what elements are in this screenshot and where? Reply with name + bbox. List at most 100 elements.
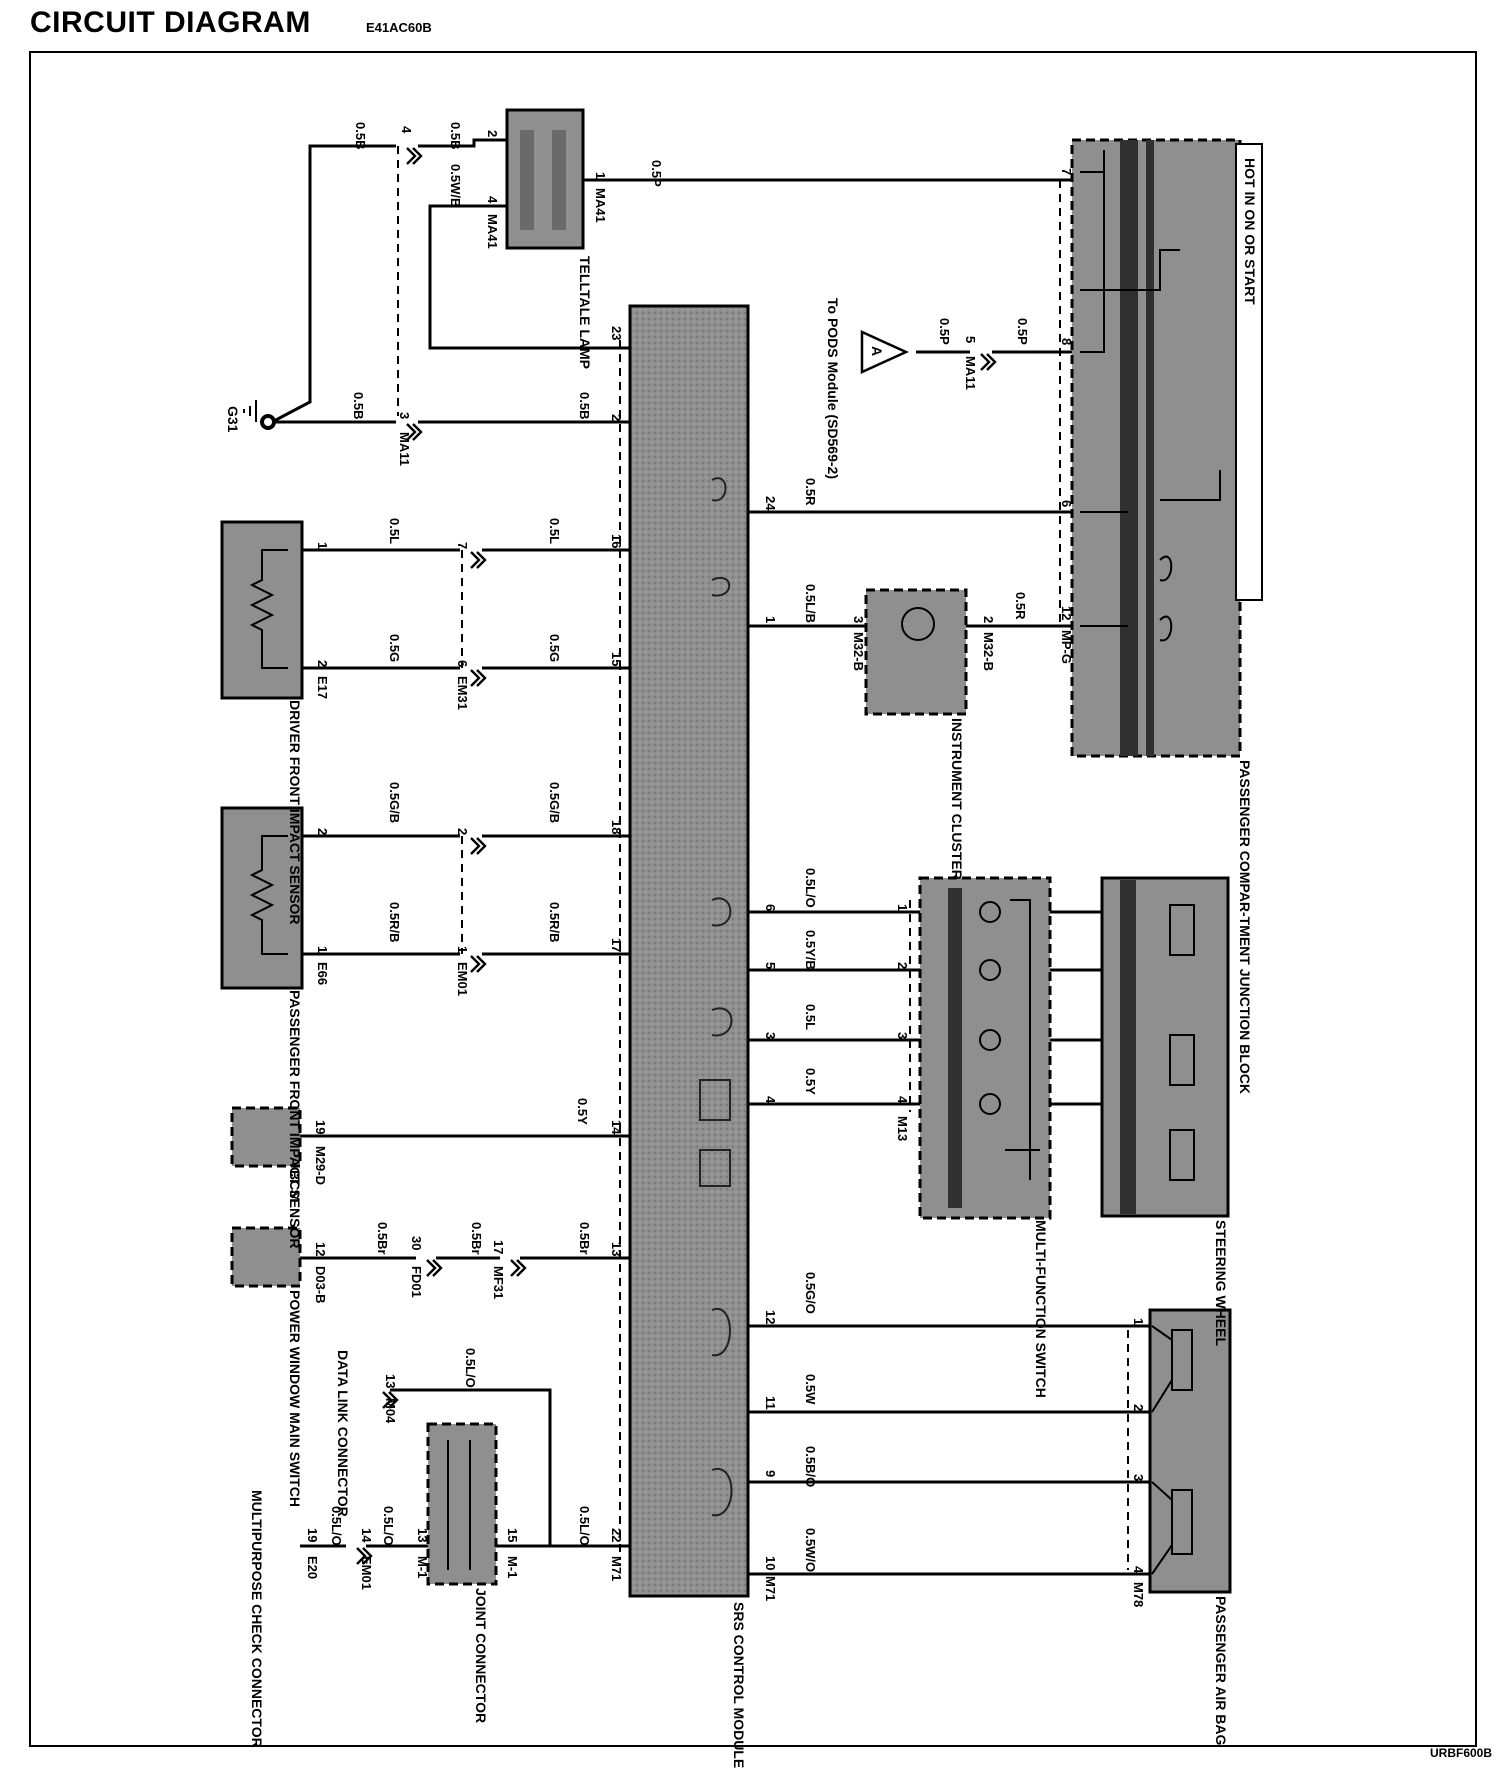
svg-text:19: 19 <box>305 1528 320 1542</box>
wire-label: 0.5P <box>1015 318 1030 345</box>
wire-label: 0.5B <box>448 122 463 149</box>
wire-label: 0.5B <box>353 122 368 149</box>
svg-text:4: 4 <box>1131 1566 1146 1574</box>
svg-text:6: 6 <box>763 904 778 911</box>
svg-text:MP-G: MP-G <box>1059 630 1074 664</box>
steering-wheel-clockspring <box>1120 880 1136 1214</box>
wire-label: 0.5L/O <box>463 1348 478 1388</box>
wire-label: 0.5R <box>1013 592 1028 620</box>
wire-label: 0.5B/O <box>803 1446 818 1487</box>
diagram-frame <box>29 51 1477 1747</box>
ground-label: G31 <box>225 406 241 433</box>
svg-text:1: 1 <box>593 172 608 179</box>
wire-label: 0.5L/O <box>803 868 818 908</box>
wire-label: 0.5G/B <box>547 782 562 823</box>
svg-text:7: 7 <box>455 542 470 549</box>
svg-text:6: 6 <box>455 660 470 667</box>
svg-text:EM31: EM31 <box>455 676 470 710</box>
svg-text:M-1: M-1 <box>505 1556 520 1578</box>
srs-internal-circuits <box>699 477 733 1517</box>
wire-label: 0.5G/O <box>803 1272 818 1314</box>
svg-text:M13: M13 <box>895 1116 910 1141</box>
telltale-lamp-box <box>505 108 585 250</box>
svg-text:4: 4 <box>485 196 500 204</box>
svg-text:1: 1 <box>895 904 910 911</box>
svg-text:12: 12 <box>1059 606 1074 620</box>
driver-sensor-label: DRIVER FRONT IMPACT SENSOR <box>287 700 303 925</box>
joint-connector-internal <box>447 1440 471 1570</box>
wire-label: 0.5P <box>937 318 952 345</box>
steering-wheel-internal <box>1169 904 1195 1181</box>
driver-sensor-resistor-icon <box>249 560 275 650</box>
wire-label: 0.5Y/B <box>803 930 818 970</box>
document-code: E41AC60B <box>366 20 432 35</box>
wire-label: 0.5W/B <box>448 164 463 207</box>
hot-label: HOT IN ON OR START <box>1242 158 1258 305</box>
svg-text:5: 5 <box>763 962 778 969</box>
svg-text:4: 4 <box>399 126 414 134</box>
svg-text:MA11: MA11 <box>963 356 978 390</box>
svg-text:16: 16 <box>609 534 624 548</box>
wire-label: 0.5W/O <box>803 1528 818 1572</box>
wire-label: 0.5B <box>351 392 366 419</box>
wire-label: 0.5Y <box>803 1068 818 1095</box>
component-names: TELLTALE LAMP HOT IN ON OR START SRS CON… <box>225 158 1258 1768</box>
svg-text:M32-B: M32-B <box>851 632 866 671</box>
svg-text:MA11: MA11 <box>397 432 412 466</box>
wire-label: 0.5G/B <box>387 782 402 823</box>
pods-module-label: To PODS Module (SD569-2) <box>825 298 841 479</box>
svg-text:EM01: EM01 <box>455 962 470 996</box>
svg-text:10: 10 <box>763 1556 778 1570</box>
figure-code: URBF600B <box>1429 1746 1492 1760</box>
pods-triangle-icon <box>860 330 910 374</box>
svg-text:5: 5 <box>963 336 978 343</box>
svg-text:M71: M71 <box>763 1576 778 1601</box>
svg-text:MA41: MA41 <box>593 188 608 223</box>
passenger-airbag-label: PASSENGER AIR BAG <box>1213 1596 1229 1745</box>
wire-label: 0.5G <box>547 634 562 662</box>
svg-text:1: 1 <box>315 542 330 549</box>
pin-numbers: 4 2 4 1 7 8 5 23 2 3 24 6 1 3 2 12 1 2 7… <box>305 126 1146 1574</box>
svg-text:14: 14 <box>609 1120 624 1135</box>
power-window-switch-label: POWER WINDOW MAIN SWITCH <box>287 1290 303 1507</box>
passenger-sensor-resistor-icon <box>249 850 275 940</box>
wire-label: 0.5L/O <box>381 1506 396 1546</box>
svg-text:3: 3 <box>851 616 866 623</box>
svg-text:MA41: MA41 <box>485 214 500 249</box>
svg-text:15: 15 <box>505 1528 520 1542</box>
connector-ids: MA41 MA41 MA11 MA11 MP-G M32-B M32-B E17… <box>305 188 1146 1607</box>
svg-text:M71: M71 <box>609 1556 624 1581</box>
wire-labels: 0.5B 0.5B 0.5W/B 0.5P 0.5P 0.5P 0.5B 0.5… <box>329 122 1030 1572</box>
svg-text:15: 15 <box>609 652 624 666</box>
junction-block-busbar <box>1120 140 1138 756</box>
bcm-box <box>230 1106 302 1168</box>
wire-label: 0.5L/B <box>803 584 818 623</box>
instrument-cluster-box <box>864 588 968 716</box>
wire-label: 0.5L <box>547 518 562 544</box>
wire-label: 0.5L <box>803 1004 818 1030</box>
instrument-cluster-label: INSTRUMENT CLUSTER <box>949 718 965 880</box>
svg-text:M78: M78 <box>1131 1582 1146 1607</box>
svg-text:1: 1 <box>455 946 470 953</box>
svg-text:14: 14 <box>359 1528 374 1543</box>
svg-text:13: 13 <box>609 1242 624 1256</box>
svg-text:EM01: EM01 <box>359 1556 374 1590</box>
svg-text:3: 3 <box>397 412 412 419</box>
wire-label: 0.5Y <box>575 1098 590 1125</box>
svg-text:1: 1 <box>1131 1318 1146 1325</box>
multifunction-switch-label: MULTI-FUNCTION SWITCH <box>1033 1220 1049 1398</box>
junction-block-box <box>1070 138 1242 758</box>
steering-wheel-label: STEERING WHEEL <box>1213 1220 1229 1346</box>
wire-label: 0.5L/O <box>329 1506 344 1546</box>
svg-text:MF31: MF31 <box>491 1266 506 1299</box>
svg-text:22: 22 <box>609 1528 624 1542</box>
svg-text:13: 13 <box>383 1374 398 1388</box>
wire-label: 0.5R/B <box>547 902 562 942</box>
svg-text:18: 18 <box>609 820 624 834</box>
svg-text:2: 2 <box>315 660 330 667</box>
svg-text:2: 2 <box>609 414 624 421</box>
wire-label: 0.5R <box>803 478 818 506</box>
svg-text:23: 23 <box>609 326 624 340</box>
page-title: CIRCUIT DIAGRAM <box>30 6 311 39</box>
